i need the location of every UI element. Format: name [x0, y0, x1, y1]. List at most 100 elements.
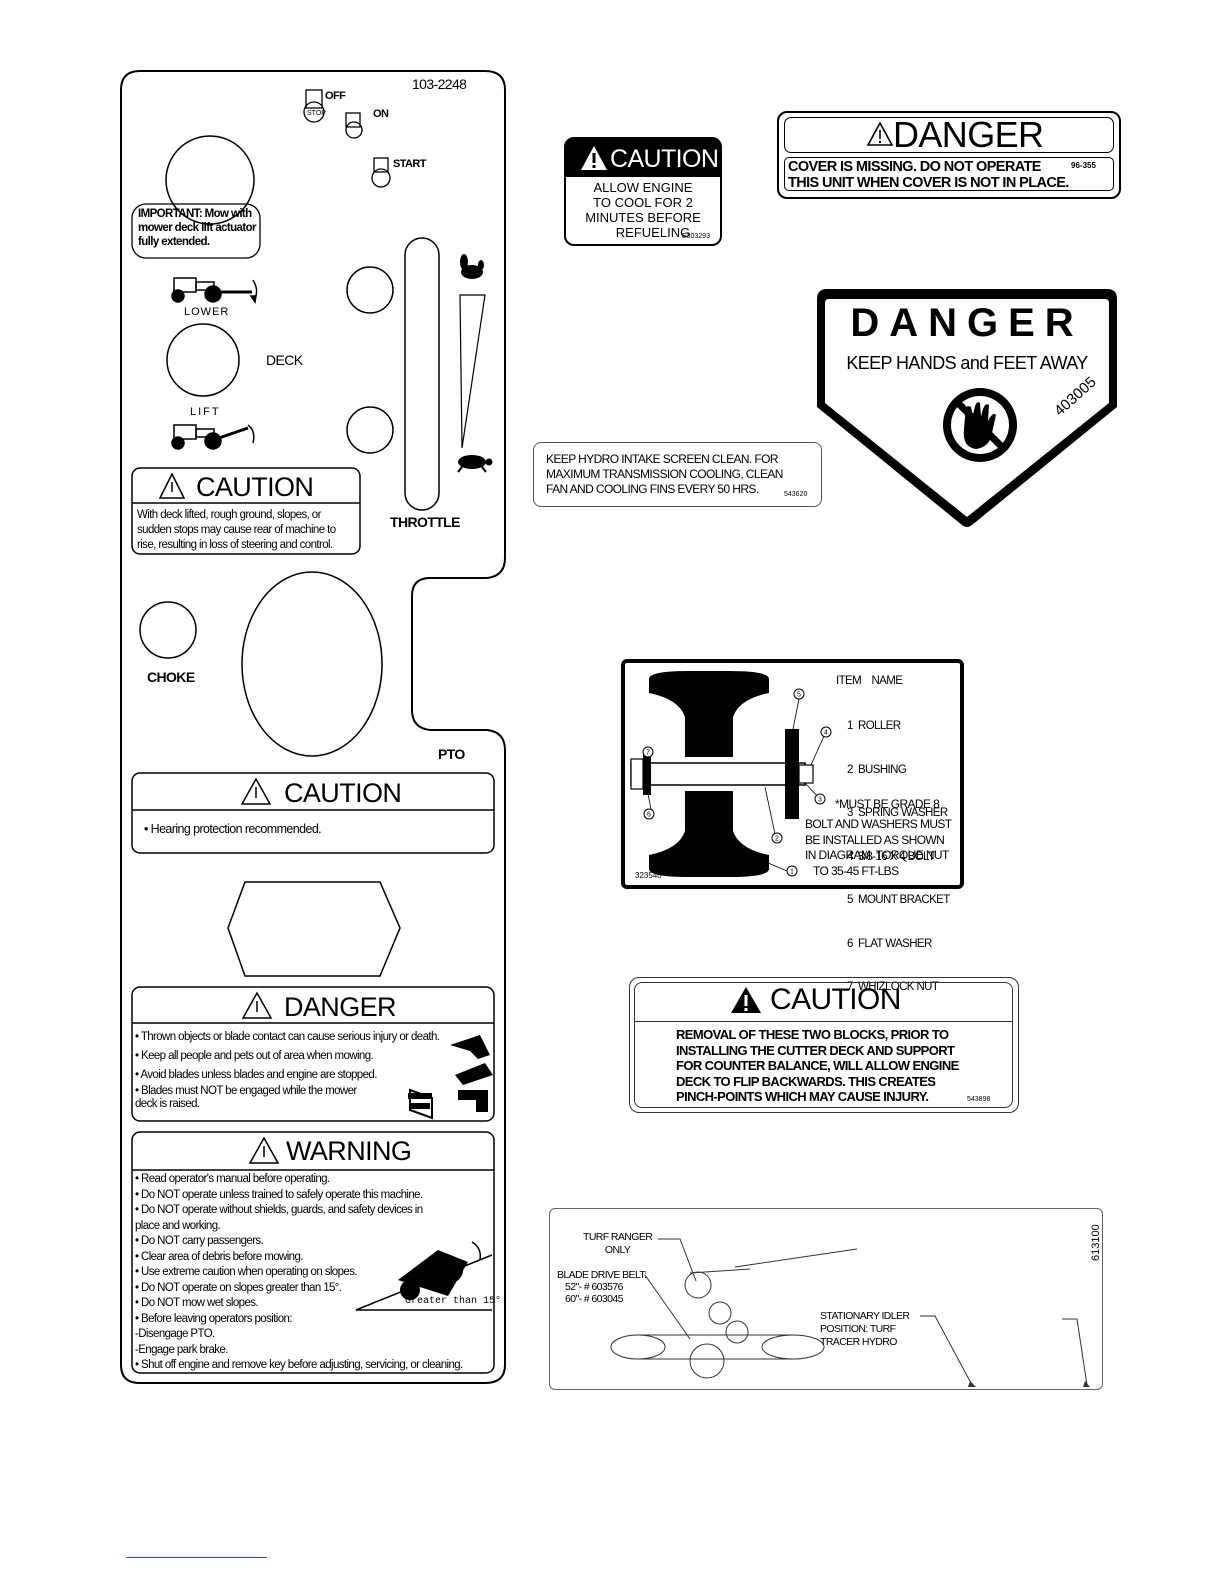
roller-instruction-4: TO 35-45 FT-LBS: [813, 863, 899, 878]
danger-line-1: • Thrown objects or blade contact can ca…: [135, 1031, 440, 1043]
danger-cover-code: 96-355: [1071, 161, 1096, 170]
blade-belt-line-1: BLADE DRIVE BELT:: [557, 1269, 647, 1281]
mower-lower-icon: [171, 277, 258, 304]
danger-hands-title: DANGER: [850, 301, 1084, 345]
caution-refuel-line-3: MINUTES BEFORE: [585, 210, 701, 225]
hydro-line-2: MAXIMUM TRANSMISSION COOLING, CLEAN: [546, 467, 783, 481]
danger-cover-title: DANGER: [893, 114, 1044, 155]
warning-title: WARNING: [286, 1136, 412, 1166]
pto-hole: [241, 571, 383, 757]
blade-belt-line-2: 52"- # 603576: [565, 1281, 623, 1293]
danger-alert-icon: [241, 991, 273, 1019]
turf-ranger-line-1: TURF RANGER: [583, 1231, 653, 1243]
blade-belt-line-3: 60"- # 603045: [565, 1293, 623, 1305]
danger-title: DANGER: [284, 992, 397, 1022]
callout-1: 1: [790, 869, 794, 876]
deck-switch-hole: [166, 323, 240, 397]
callout-4: 4: [824, 730, 828, 737]
roller-item-7: 7 WHIZLOCK NUT: [847, 981, 939, 993]
roller-grade-note: *MUST BE GRADE 8: [835, 797, 940, 811]
roller-item-4: 4 3/8-16 X 4 BOLT: [847, 850, 935, 863]
caution-blocks-text: REMOVAL OF THESE TWO BLOCKS, PRIOR TO IN…: [676, 1027, 959, 1105]
danger-line-4: • Blades must NOT be engaged while the m…: [135, 1085, 357, 1097]
hydro-decal: KEEP HYDRO INTAKE SCREEN CLEAN. FOR MAXI…: [533, 442, 822, 507]
caution-refuel-decal: CAUTION ALLOW ENGINE TO COOL FOR 2 MINUT…: [564, 137, 722, 246]
caution-refuel-alert-icon: [581, 146, 607, 170]
roller-item-3: 3 SPRING WASHER: [847, 807, 948, 819]
deck-label: DECK: [266, 352, 303, 368]
hydro-text: KEEP HYDRO INTAKE SCREEN CLEAN. FOR MAXI…: [546, 452, 783, 497]
important-line-3: fully extended.: [138, 236, 210, 248]
roller-instruction-2: BE INSTALLED AS SHOWN: [805, 832, 945, 847]
roller-instructions: BOLT AND WASHERS MUST BE INSTALLED AS SH…: [805, 817, 952, 879]
rabbit-icon: [460, 254, 484, 279]
caution-blocks-title: CAUTION: [770, 983, 901, 1016]
warning-line-13: • Shut off engine and remove key before …: [135, 1359, 463, 1371]
caution-refuel-line-1: ALLOW ENGINE: [593, 180, 693, 195]
roller-item-1: 1 ROLLER: [847, 720, 901, 732]
slope-rollover-pictogram: [355, 1241, 493, 1311]
caution-blocks-line-1: REMOVAL OF THESE TWO BLOCKS, PRIOR TO: [676, 1027, 949, 1042]
roller-item-5: 5 MOUNT BRACKET: [847, 894, 950, 906]
warning-line-7: • Use extreme caution when operating on …: [135, 1266, 358, 1278]
belt-routing-diagram: [610, 1238, 1090, 1387]
danger-line-3: • Avoid blades unless blades and engine …: [135, 1069, 377, 1081]
caution-blocks-line-3: FOR COUNTER BALANCE, WILL ALLOW ENGINE: [676, 1058, 959, 1073]
warning-line-2: • Do NOT operate unless trained to safel…: [135, 1188, 423, 1201]
important-line-2: mower deck lift actuator: [138, 222, 256, 234]
callout-6: 6: [647, 812, 651, 819]
callout-5: 5: [797, 692, 801, 699]
danger-cover-decal: DANGER COVER IS MISSING. DO NOT OPERATE …: [777, 111, 1121, 199]
throttle-slot: [404, 237, 440, 511]
caution-refuel-line-2: TO COOL FOR 2: [593, 195, 693, 210]
caution2-title: CAUTION: [284, 778, 402, 808]
caution-refuel-line-4: REFUELING: [615, 225, 691, 240]
roller-assembly-diagram: 5 4 3 2 1 6 7: [630, 671, 832, 877]
caution1-line-3: rise, resulting in loss of steering and …: [137, 539, 333, 551]
hydro-line-1: KEEP HYDRO INTAKE SCREEN CLEAN. FOR: [546, 452, 779, 466]
idler-line-2: POSITION: TURF: [820, 1323, 896, 1335]
warning-line-8: • Do NOT operate on slopes greater than …: [135, 1281, 342, 1294]
roller-instruction-1: BOLT AND WASHERS MUST: [805, 817, 952, 831]
roller-item-list: 1 ROLLER 2 BUSHING 3 SPRING WASHER 4 3/8…: [847, 690, 950, 1024]
warning-line-1: • Read operator's manual before operatin…: [135, 1173, 330, 1185]
caution-blocks-decal: CAUTION REMOVAL OF THESE TWO BLOCKS, PRI…: [629, 977, 1019, 1113]
idler-line-3: TRACER HYDRO: [820, 1336, 897, 1348]
hydro-line-3: FAN AND COOLING FINS EVERY 50 HRS.: [546, 482, 759, 496]
footer-rule: [126, 1557, 267, 1558]
danger-hands-decal: DANGER KEEP HANDS and FEET AWAY 403005: [815, 287, 1119, 529]
turf-ranger-label: TURF RANGER ONLY: [583, 1231, 653, 1257]
caution1-title: CAUTION: [196, 472, 314, 502]
warning-line-6: • Clear area of debris before mowing.: [135, 1250, 303, 1263]
roller-item-2: 2 BUSHING: [847, 763, 907, 776]
idler-line-1: STATIONARY IDLER: [820, 1310, 910, 1322]
key-switch-icon: [303, 89, 391, 188]
callout-7: 7: [646, 750, 650, 757]
warning-text: • Read operator's manual before operatin…: [135, 1172, 463, 1374]
ignition-off-label: OFF: [325, 90, 346, 102]
important-note: IMPORTANT: Mow with mower deck lift actu…: [138, 207, 256, 249]
warning-line-12: -Engage park brake.: [135, 1343, 228, 1356]
caution1-alert-icon: [158, 472, 186, 499]
mower-lift-icon: [171, 424, 255, 450]
danger-hands-subtitle: KEEP HANDS and FEET AWAY: [846, 353, 1088, 373]
ignition-on-label: ON: [373, 108, 389, 120]
thrown-objects-pictogram: [408, 1035, 493, 1120]
aux-hole-top: [346, 266, 394, 314]
caution-blocks-code: 543898: [967, 1096, 991, 1103]
roller-decal: 5 4 3 2 1 6 7 ITEM NAME 1 ROLLER 2 BUSHI…: [621, 659, 964, 993]
hex-hole: [227, 881, 401, 977]
warning-line-5: • Do NOT carry passengers.: [135, 1235, 264, 1247]
throttle-wedge: [459, 294, 486, 449]
control-panel-decal: STOP: [120, 70, 510, 1385]
danger-cover-alert-icon: [867, 121, 893, 146]
slope-label: Greater than 15°: [405, 1296, 502, 1307]
danger-text: • Thrown objects or blade contact can ca…: [135, 1028, 440, 1111]
warning-line-3: • Do NOT operate without shields, guards…: [135, 1204, 423, 1216]
panel-outline: STOP: [120, 70, 506, 1384]
caution-blocks-line-5: PINCH-POINTS WHICH MAY CAUSE INJURY.: [676, 1089, 929, 1104]
warning-line-10: • Before leaving operators position:: [135, 1312, 293, 1325]
ignition-start-label: START: [393, 158, 426, 170]
warning-line-9: • Do NOT mow wet slopes.: [135, 1297, 259, 1309]
caution-blocks-line-2: INSTALLING THE CUTTER DECK AND SUPPORT: [676, 1042, 955, 1058]
